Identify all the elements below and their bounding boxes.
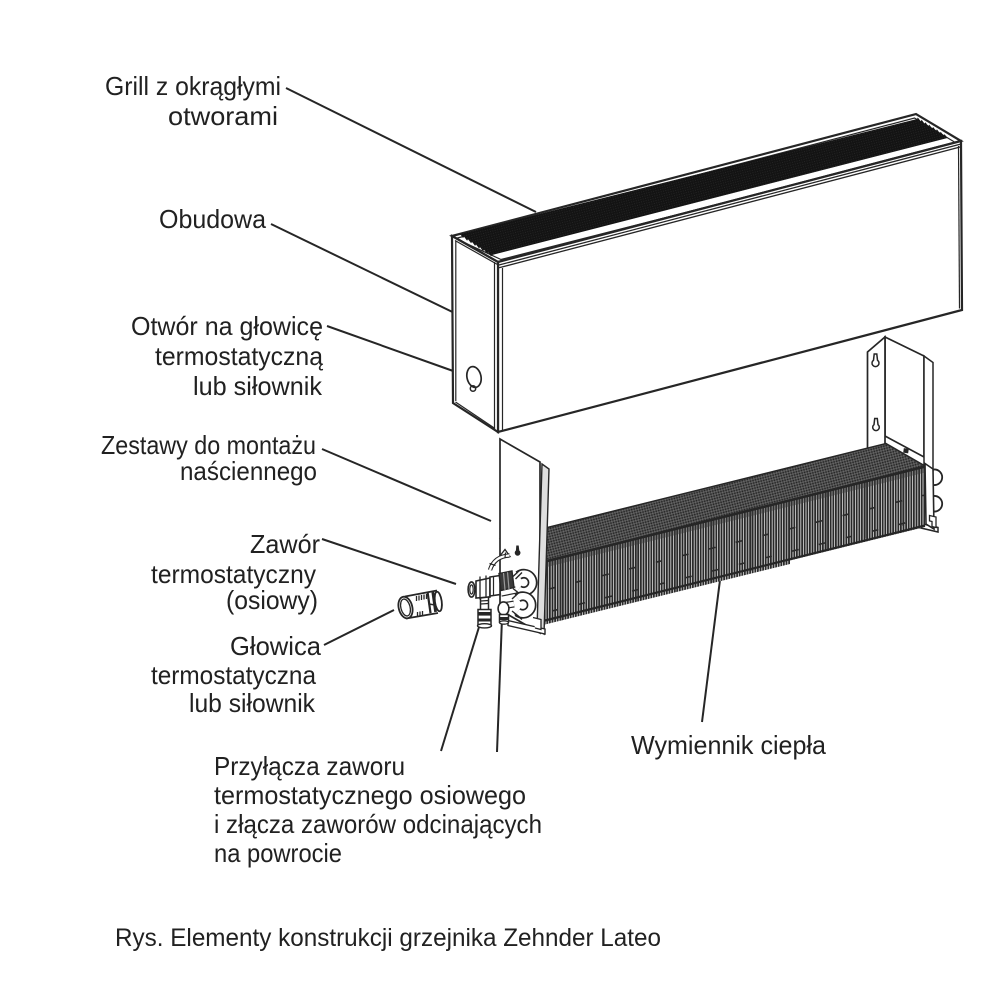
svg-text:Rys. Elementy konstrukcji grze: Rys. Elementy konstrukcji grzejnika Zehn… — [115, 924, 661, 952]
svg-text:(osiowy): (osiowy) — [226, 585, 318, 615]
svg-text:termostatyczną: termostatyczną — [155, 341, 324, 371]
svg-text:naściennego: naściennego — [180, 456, 317, 486]
svg-text:otworami: otworami — [168, 101, 278, 131]
svg-text:Obudowa: Obudowa — [159, 204, 267, 234]
svg-text:Zawór: Zawór — [250, 529, 320, 559]
svg-text:Wymiennik ciepła: Wymiennik ciepła — [631, 730, 827, 760]
svg-text:lub siłownik: lub siłownik — [193, 371, 323, 401]
svg-text:termostatyczna: termostatyczna — [151, 660, 316, 690]
svg-text:Otwór na głowicę: Otwór na głowicę — [131, 311, 323, 341]
svg-text:Głowica: Głowica — [230, 631, 322, 661]
svg-text:Grill z okrągłymi: Grill z okrągłymi — [105, 71, 281, 101]
svg-text:Zestawy do montażu: Zestawy do montażu — [101, 430, 316, 460]
svg-text:termostatyczny: termostatyczny — [151, 559, 316, 589]
svg-text:na powrocie: na powrocie — [214, 838, 342, 868]
svg-text:Przyłącza zaworu: Przyłącza zaworu — [214, 751, 405, 781]
svg-text:lub siłownik: lub siłownik — [189, 688, 316, 718]
svg-text:termostatycznego osiowego: termostatycznego osiowego — [214, 780, 526, 810]
svg-text:i złącza zaworów odcinających: i złącza zaworów odcinających — [214, 809, 542, 839]
